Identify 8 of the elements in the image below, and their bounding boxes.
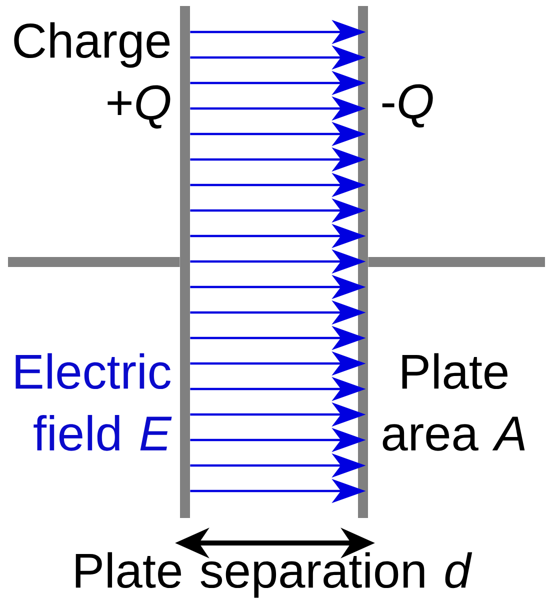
capacitor-plate	[358, 6, 368, 518]
label: -Q	[382, 84, 433, 128]
label: Plate separation d	[76, 552, 472, 598]
wire	[8, 257, 180, 267]
label: Charge +Q	[14, 22, 170, 129]
label: Plate area A	[382, 353, 525, 451]
label: Electric field E	[16, 353, 172, 451]
capacitor-plate	[180, 6, 190, 518]
